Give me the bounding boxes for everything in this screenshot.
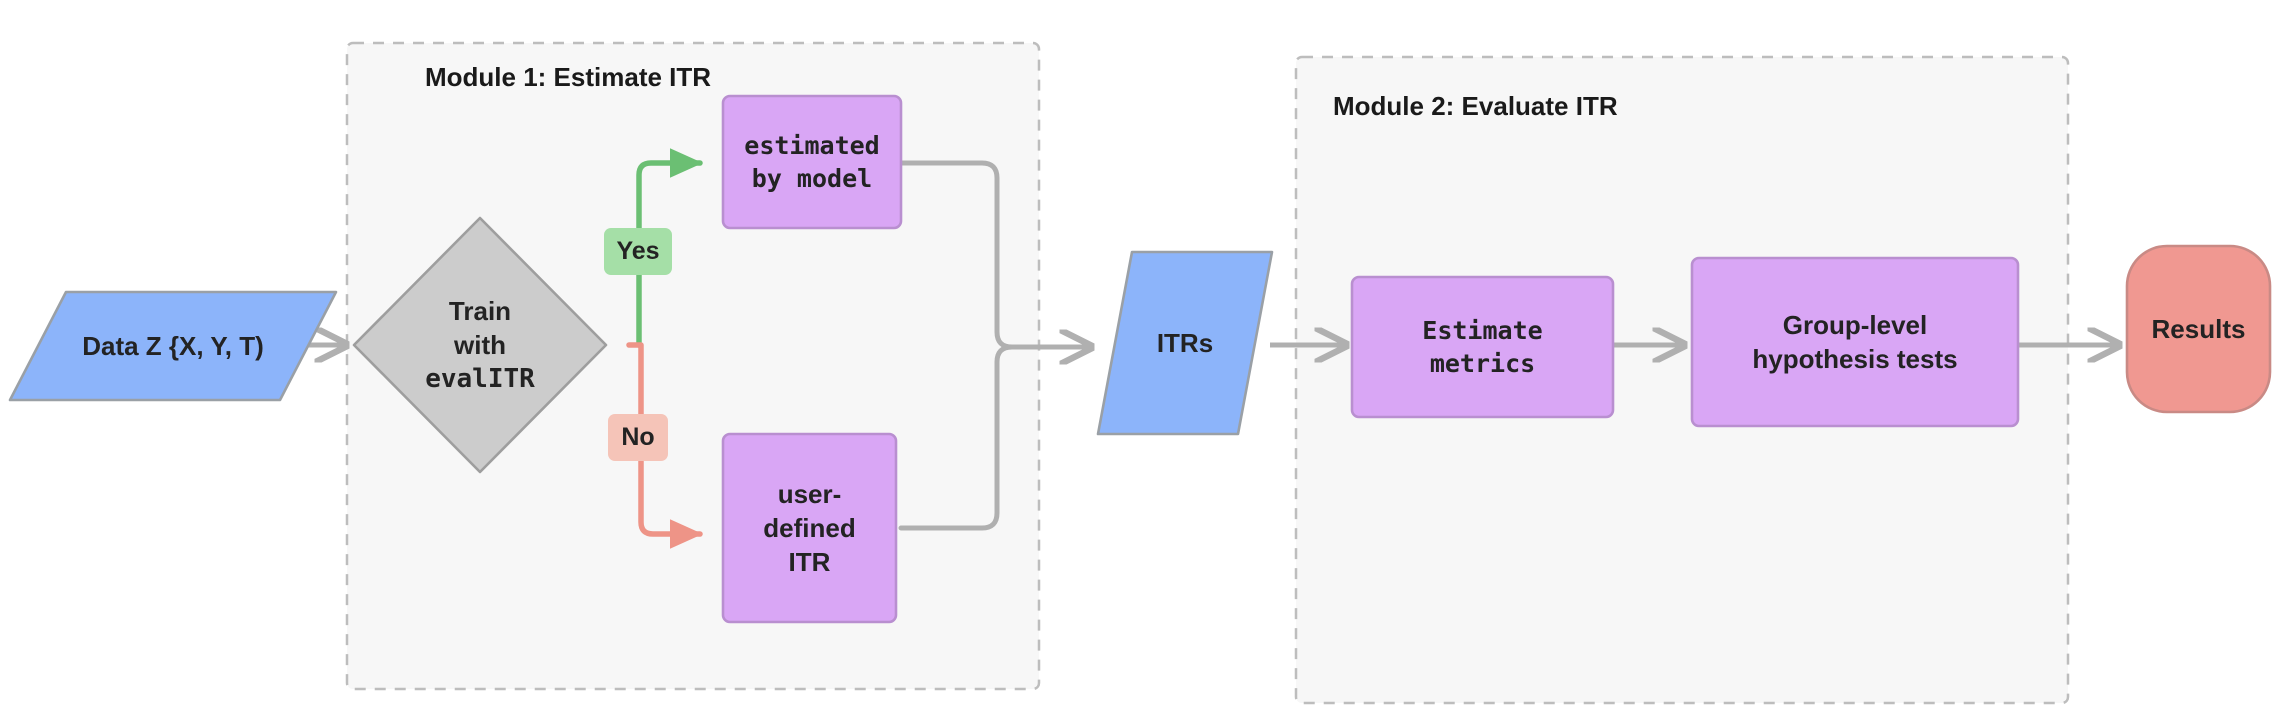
- node-userdefined-shape[interactable]: [721, 432, 898, 624]
- node-itrs-shape[interactable]: [1096, 250, 1274, 436]
- module-2-container: [1294, 55, 2070, 705]
- node-data-shape[interactable]: [8, 290, 338, 402]
- edge-label-no: No: [608, 414, 668, 461]
- edge-userdefined-to-itrs: [898, 344, 1093, 531]
- node-decision-shape[interactable]: [352, 216, 608, 474]
- node-estimated-shape[interactable]: [721, 94, 903, 230]
- edge-label-yes: Yes: [604, 228, 672, 275]
- node-results-shape[interactable]: [2125, 244, 2272, 414]
- module-1-title: Module 1: Estimate ITR: [425, 62, 712, 92]
- edge-decision-to-userdefined: [626, 342, 703, 549]
- edge-decision-to-estimated: [636, 148, 703, 348]
- node-grouptests-shape[interactable]: [1690, 256, 2020, 428]
- node-metrics-shape[interactable]: [1350, 275, 1615, 419]
- module-2-title: Module 2: Evaluate ITR: [1333, 91, 1618, 121]
